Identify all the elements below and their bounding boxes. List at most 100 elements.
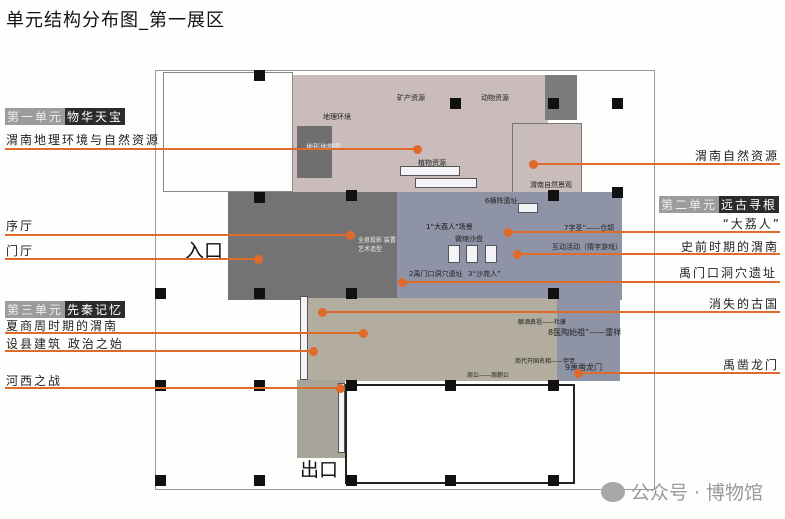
leader-line — [517, 253, 780, 255]
label-left: 河西之战 — [6, 374, 63, 388]
room-label: 商代开国名相——伊尹 — [515, 358, 576, 365]
column — [254, 288, 265, 299]
display-case — [300, 296, 308, 380]
unit-badge-3: 第三单元先秦记忆 — [5, 301, 126, 318]
zone-unit1-corner — [545, 75, 577, 120]
display-case — [466, 245, 478, 263]
unit-name: 先秦记忆 — [65, 301, 126, 318]
column — [450, 98, 461, 109]
label-left: 序厅 — [6, 219, 35, 233]
room-label: 矿产资源 — [397, 94, 425, 102]
unit-badge-1: 第一单元物华天宝 — [5, 108, 126, 125]
display-case — [448, 245, 460, 263]
display-case — [338, 383, 345, 453]
leader-line — [5, 148, 417, 150]
column — [445, 380, 456, 391]
display-case — [485, 245, 497, 263]
column — [548, 380, 559, 391]
column — [155, 288, 166, 299]
column — [445, 475, 456, 486]
column — [155, 380, 166, 391]
zone-terrain-map — [297, 126, 332, 178]
hall-south — [345, 384, 575, 484]
marker-dot — [359, 329, 368, 338]
leader-line — [5, 234, 350, 236]
room-label: 渭南自然景观 — [530, 181, 572, 189]
label-right: 渭南自然资源 — [694, 149, 779, 163]
room-label: 2禹门口洞穴遗址 — [409, 270, 463, 278]
label-left: 夏商周时期的渭南 — [6, 319, 119, 333]
unit-name: 远古寻根 — [718, 196, 779, 213]
room-label: 9禹凿龙门 — [565, 363, 603, 372]
room-label: 6横阵遗址 — [485, 197, 518, 205]
column — [612, 187, 623, 198]
room-label: 7字圣”——仓颉 — [564, 224, 615, 232]
exit-label: 出口 — [300, 459, 339, 481]
room-label: 动物资源 — [481, 94, 509, 102]
display-case — [415, 178, 477, 188]
wechat-icon — [600, 481, 625, 502]
label-left: 渭南地理环境与自然资源 — [6, 133, 161, 147]
unit-badge-2: 第二单元远古寻根 — [658, 196, 779, 213]
marker-dot — [254, 255, 263, 264]
leader-line — [402, 281, 780, 283]
column — [254, 380, 265, 391]
leader-line — [5, 387, 340, 389]
leader-line — [533, 163, 780, 165]
room-label: 周公——周朝公 — [467, 372, 510, 379]
marker-dot — [413, 145, 422, 154]
unit-prefix: 第三单元 — [5, 301, 66, 318]
unit-prefix: 第一单元 — [5, 108, 66, 125]
leader-line — [322, 311, 780, 313]
column — [346, 380, 357, 391]
column — [254, 475, 265, 486]
label-right: “大荔人” — [722, 217, 781, 231]
room-label: 全息投影 装置艺术造型 — [358, 237, 396, 253]
zone-exit-corridor — [297, 380, 345, 458]
label-right: 禹门口洞穴遗址 — [678, 266, 777, 280]
label-right: 禹凿龙门 — [722, 358, 779, 372]
marker-dot — [336, 384, 345, 393]
column — [346, 190, 357, 201]
unit-name: 物华天宝 — [65, 108, 126, 125]
leader-line — [578, 372, 780, 374]
display-case — [518, 203, 538, 213]
column — [548, 190, 559, 201]
room-label: 酿酒鼻祖——杜康 — [518, 319, 567, 326]
display-case — [400, 166, 460, 176]
room-label: 地理环境 — [323, 113, 351, 121]
column — [548, 475, 559, 486]
column — [346, 475, 357, 486]
marker-dot — [309, 347, 318, 356]
entrance-label: 入口 — [185, 240, 224, 262]
unit-prefix: 第二单元 — [658, 196, 719, 213]
label-right: 消失的古国 — [708, 297, 779, 311]
marker-dot — [346, 231, 355, 240]
leader-line — [5, 258, 258, 260]
room-label: 地形地貌图 — [306, 143, 341, 151]
column — [346, 288, 357, 299]
page-title: 单元结构分布图_第一展区 — [6, 10, 225, 31]
leader-line — [5, 350, 313, 352]
toilets — [163, 72, 293, 192]
column — [155, 475, 166, 486]
room-label: 3“沙苑人” — [468, 270, 501, 278]
column — [612, 98, 623, 109]
room-label: 植物资源 — [418, 159, 446, 167]
leader-line — [5, 332, 363, 334]
watermark: 公众号 · 博物馆 — [600, 478, 763, 505]
column — [548, 98, 559, 109]
leader-line — [508, 231, 780, 233]
column — [548, 288, 559, 299]
room-label: 微缩沙盘 — [455, 235, 483, 243]
floor-plan — [155, 70, 655, 490]
label-left: 门厅 — [6, 244, 35, 258]
label-right: 史前时期的渭南 — [680, 240, 779, 254]
watermark-text: 公众号 · 博物馆 — [630, 482, 763, 504]
column — [254, 70, 265, 81]
column — [254, 192, 265, 203]
zone-entrance — [228, 192, 400, 300]
room-label: 1“大荔人”场景 — [426, 223, 473, 231]
label-left: 设县建筑 政治之始 — [6, 337, 124, 351]
room-label: 互动活动（猜字游戏） — [552, 243, 622, 251]
